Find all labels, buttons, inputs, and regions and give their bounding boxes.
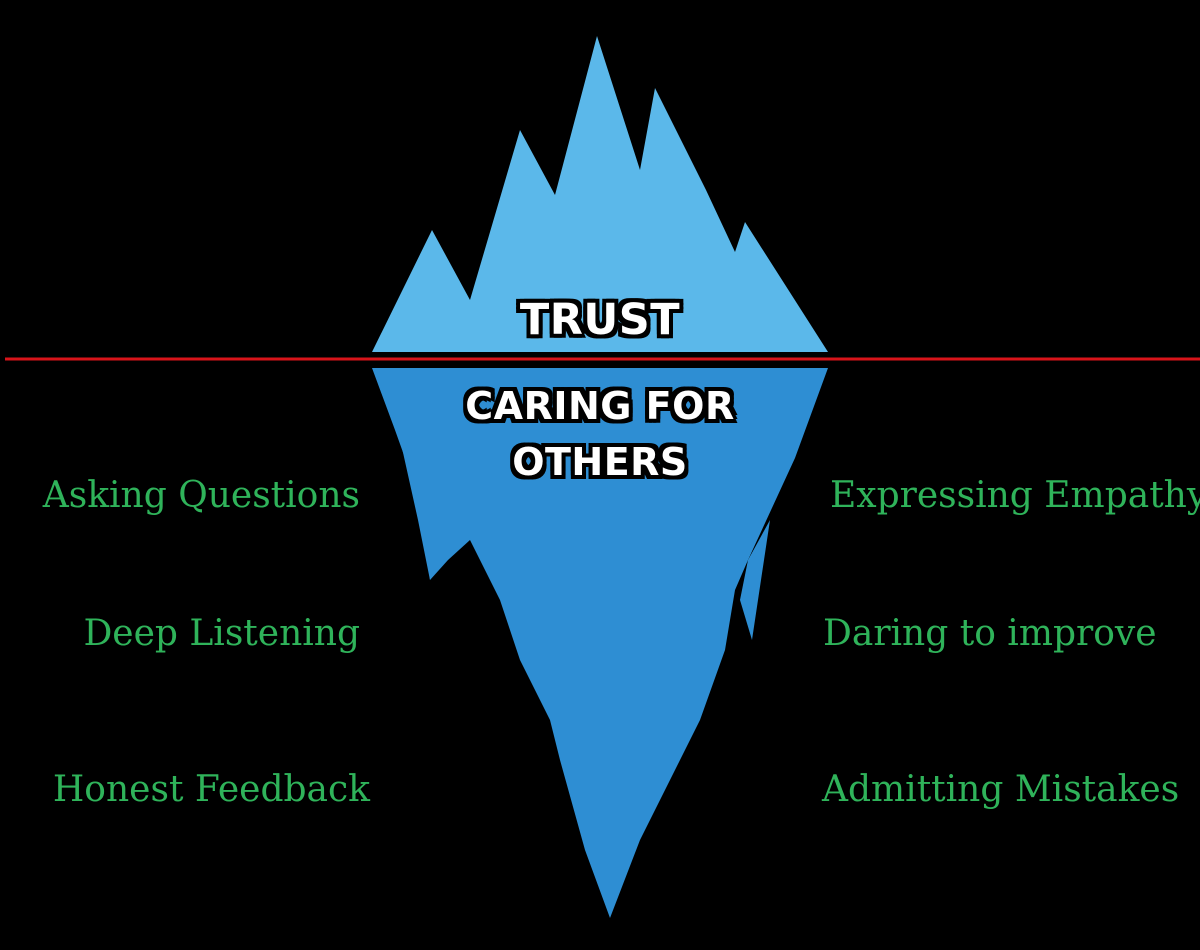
iceberg-shard-left [398,430,445,580]
left-item-asking-questions: Asking Questions [42,475,360,516]
left-item-honest-feedback: Honest Feedback [52,769,370,810]
trust-label: TRUST [519,295,681,345]
iceberg-tip-main [372,36,828,352]
right-item-daring-to-improve: Daring to improve [823,613,1157,654]
right-item-expressing-empathy: Expressing Empathy [830,475,1200,516]
iceberg-submerged-main [372,368,828,918]
iceberg-shard-right [740,520,770,640]
right-item-admitting-mistakes: Admitting Mistakes [822,769,1180,810]
left-item-deep-listening: Deep Listening [83,613,360,654]
